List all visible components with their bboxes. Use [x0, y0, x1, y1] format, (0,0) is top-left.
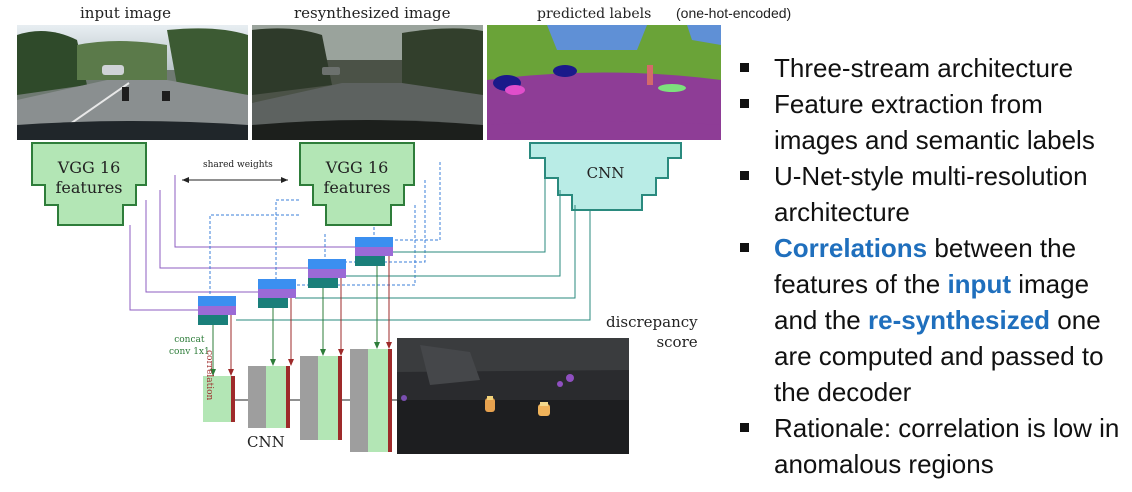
bullet-1: Three-stream architecture	[738, 50, 1128, 86]
bullet-list: Three-stream architecture Feature extrac…	[738, 50, 1128, 482]
bullet-4: Correlations between the features of the…	[738, 230, 1128, 410]
correlation-block-4	[355, 237, 393, 266]
correlation-block-2	[258, 279, 296, 308]
predicted-labels-image	[487, 25, 721, 140]
input-image-caption: input image	[80, 4, 171, 22]
one-hot-caption: (one-hot-encoded)	[676, 5, 792, 21]
cnn-encoder-label: CNN	[586, 164, 625, 182]
bullet-2: Feature extraction from images and seman…	[738, 86, 1128, 158]
bullet-4-text-2: image and the	[774, 269, 1090, 335]
correlation-block-3	[308, 259, 346, 288]
predicted-labels-caption: predicted labels	[537, 6, 652, 22]
vgg-right-encoder	[299, 142, 415, 226]
bullet-4-text-1: between the features of the	[774, 233, 1077, 299]
correlation-label: correlation	[204, 350, 214, 401]
hl-resynthesized: re-synthesized	[867, 305, 1051, 335]
concat-label: concat conv 1x1	[169, 334, 210, 358]
decoder-block-2	[248, 366, 290, 428]
correlation-block-1	[198, 296, 236, 325]
bullet-3: U-Net-style multi-resolution architectur…	[738, 158, 1128, 230]
hl-input: input	[947, 269, 1011, 299]
vgg-right-label: VGG 16 features	[300, 158, 414, 198]
bullet-5: Rationale: correlation is low in anomalo…	[738, 410, 1128, 482]
shared-weights-label: shared weights	[203, 160, 273, 170]
discrepancy-image	[397, 338, 629, 454]
input-image	[17, 25, 248, 140]
cnn-decoder-label: CNN	[247, 433, 285, 451]
decoder-block-4	[350, 349, 392, 452]
vgg-left-label: VGG 16 features	[32, 158, 146, 198]
discrepancy-label-line2: score	[656, 333, 698, 351]
vgg-left-label-line2: features	[55, 178, 123, 197]
resynthesized-image	[252, 25, 483, 140]
vgg-left-encoder	[31, 142, 147, 226]
discrepancy-label-line1: discrepancy	[606, 313, 698, 331]
vgg-right-label-line2: features	[323, 178, 391, 197]
decoder-block-3	[300, 356, 342, 440]
architecture-diagram	[31, 142, 682, 454]
concat-label-line2: conv 1x1	[169, 347, 210, 357]
decoder-block-1	[203, 376, 235, 422]
bullet-4-text-3: one are computed and passed to the decod…	[774, 305, 1104, 407]
hl-correlations: Correlations	[774, 233, 928, 263]
vgg-right-label-line1: VGG 16	[325, 158, 389, 177]
discrepancy-score-label: discrepancy score	[606, 312, 698, 352]
vgg-left-label-line1: VGG 16	[57, 158, 121, 177]
concat-label-line1: concat	[174, 335, 205, 345]
resynth-image-caption: resynthesized image	[294, 4, 451, 22]
